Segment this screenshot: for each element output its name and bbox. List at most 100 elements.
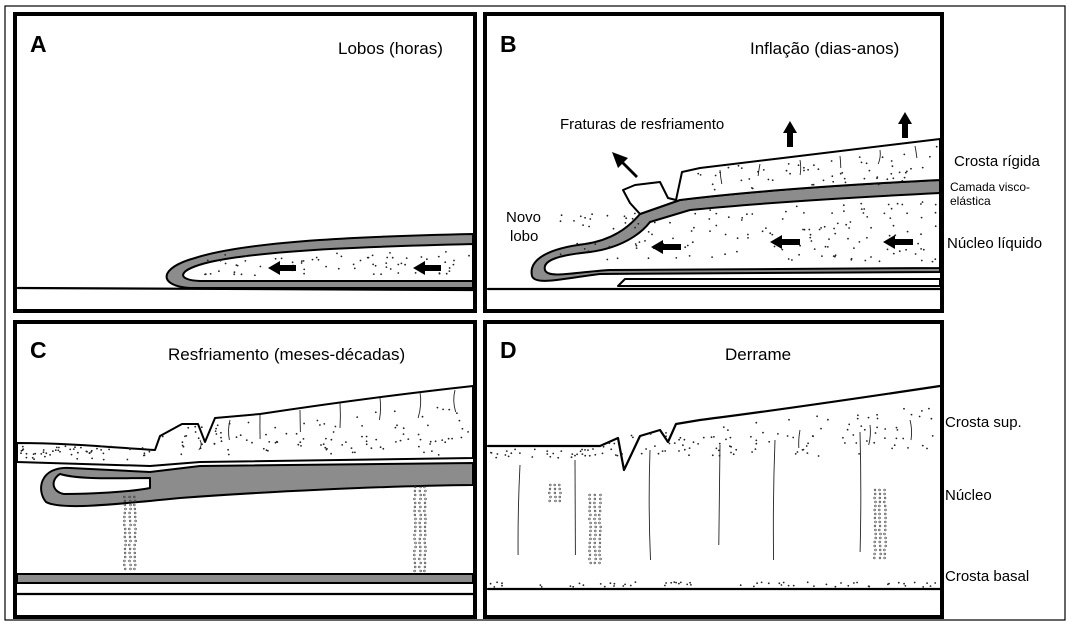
vesicle-dot (811, 240, 813, 242)
vesicle-dot (810, 234, 812, 236)
vesicle-ring (874, 489, 876, 491)
vesicle-dot (903, 583, 905, 585)
vesicle-ring (883, 501, 885, 503)
vesicle-dot (669, 443, 671, 445)
vesicle-dot (911, 414, 913, 416)
vesicle-dot (225, 263, 227, 265)
vesicle-dot (74, 446, 76, 448)
vesicle-dot (820, 428, 822, 430)
vesicle-ring (124, 568, 126, 570)
vesicle-dot (360, 260, 362, 262)
vesicle-ring (884, 493, 886, 495)
vesicle-dot (897, 203, 899, 205)
vesicle-ring (559, 496, 561, 498)
vesicle-dot (798, 164, 800, 166)
vesicle-ring (874, 525, 876, 527)
vesicle-dot (853, 247, 855, 249)
vesicle-dot (233, 273, 235, 275)
vesicle-dot (497, 453, 499, 455)
vesicle-ring (594, 530, 596, 532)
vesicle-ring (414, 506, 416, 508)
vesicle-dot (923, 249, 925, 251)
vesicle-dot (303, 273, 305, 275)
fracture-line (649, 450, 650, 560)
vesicle-ring (594, 550, 596, 552)
vesicle-dot (746, 213, 748, 215)
vesicle-ring (135, 540, 137, 542)
vesicle-dot (807, 442, 809, 444)
vesicle-dot (514, 449, 516, 451)
vesicle-ring (135, 520, 137, 522)
vesicle-dot (673, 581, 675, 583)
vesicle-ring (125, 540, 127, 542)
vesicle-dot (613, 443, 615, 445)
vesicle-cylinders (548, 484, 886, 564)
vesicle-dot (700, 174, 702, 176)
vesicle-dot (584, 248, 586, 250)
vesicle-ring (594, 502, 596, 504)
vesicle-ring (414, 498, 416, 500)
vesicle-dot (58, 447, 60, 449)
vesicle-dot (921, 410, 923, 412)
vesicle-dot (928, 408, 930, 410)
vesicle-dot (57, 449, 59, 451)
vesicle-dot (853, 582, 855, 584)
vesicle-dot (220, 437, 222, 439)
vesicle-ring (124, 536, 126, 538)
vesicle-dot (833, 228, 835, 230)
vesicle-dot (910, 168, 912, 170)
vesicle-dot (187, 427, 189, 429)
vesicle-dot (728, 167, 730, 169)
vesicle-dot (825, 246, 827, 248)
vesicle-ring (874, 541, 876, 543)
vesicle-ring (875, 533, 877, 535)
vesicle-ring (414, 510, 416, 512)
vesicle-dot (917, 243, 919, 245)
panel-b: B Inflação (dias-anos) Fraturas de resfr… (485, 14, 942, 311)
vesicle-dot (582, 224, 584, 226)
vesicle-dot (420, 439, 422, 441)
vesicle-dot (275, 442, 277, 444)
vesicle-dot (826, 584, 828, 586)
vesicle-ring (415, 522, 417, 524)
vesicle-dot (765, 227, 767, 229)
vesicle-dot (301, 262, 303, 264)
vesicle-dot (449, 267, 451, 269)
vesicle-dot (610, 582, 612, 584)
panel-a-letter: A (30, 31, 47, 57)
fracture-line (860, 432, 861, 552)
vesicle-dot (783, 582, 785, 584)
vesicle-dot (571, 456, 573, 458)
vesicle-dot (828, 238, 830, 240)
vesicle-dot (792, 437, 794, 439)
vesicle-dot (672, 238, 674, 240)
vesicle-dot (906, 171, 908, 173)
vesicle-ring (594, 546, 596, 548)
vesicle-ring (419, 546, 421, 548)
vesicle-dot (183, 446, 185, 448)
vesicle-dot (444, 441, 446, 443)
vesicle-dot (926, 448, 928, 450)
vesicle-dot (407, 438, 409, 440)
panel-d-frame (485, 322, 942, 617)
vesicle-ring (425, 546, 427, 548)
vesicle-ring (884, 505, 886, 507)
vesicle-dot (905, 249, 907, 251)
vesicle-dot (827, 419, 829, 421)
vesicle-ring (874, 513, 876, 515)
vesicle-dot (366, 440, 368, 442)
vesicle-dot (888, 204, 890, 206)
vesicle-dot (341, 444, 343, 446)
vesicle-dot (380, 273, 382, 275)
vesicle-dot (899, 250, 901, 252)
vesicle-dot (678, 439, 680, 441)
vesicle-ring (129, 536, 131, 538)
vesicle-ring (589, 498, 591, 500)
vesicle-dot (403, 427, 405, 429)
vesicle-dot (926, 582, 928, 584)
vesicle-ring (885, 509, 887, 511)
vesicle-dot (858, 453, 860, 455)
vesicle-dot (741, 180, 743, 182)
vesicle-dot (837, 223, 839, 225)
vesicle-dot (860, 203, 862, 205)
